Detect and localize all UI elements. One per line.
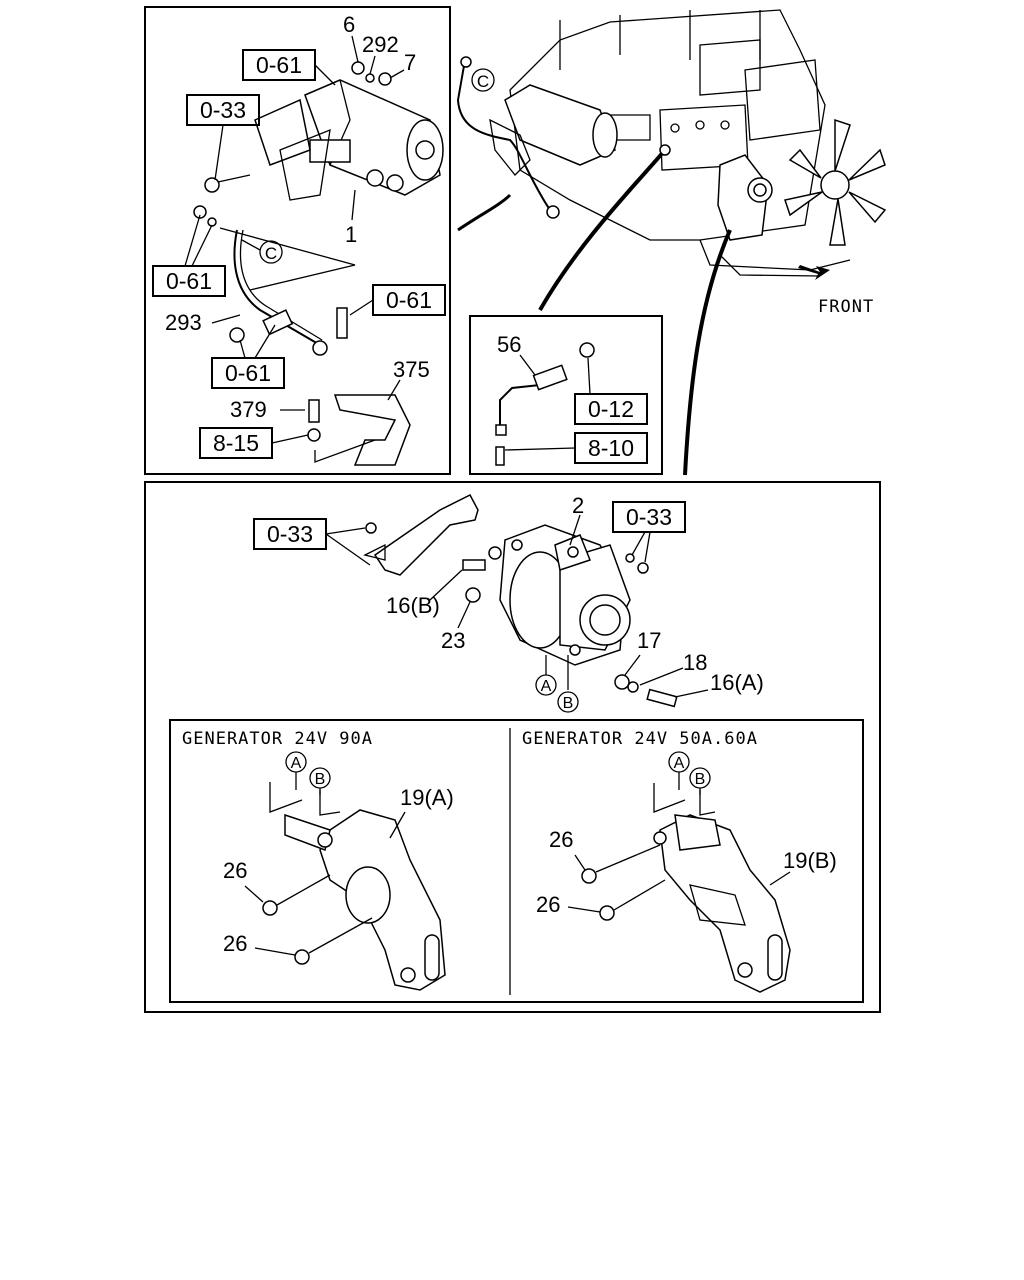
part-number: 19(B) [783,848,837,873]
circle-marker: B [309,767,331,789]
engine-overview: C FRONT [456,9,887,476]
part-number: 16(B) [386,593,440,618]
part-number: 379 [230,397,267,422]
circle-marker: A [285,751,307,773]
svg-text:8-10: 8-10 [588,435,634,461]
alternator-panel: 0-33 0-33 2 16(B) 23 17 18 16(A) A B [144,481,881,1013]
panel-title: GENERATOR 24V 50A.60A [522,729,758,749]
part-number: 293 [165,310,202,335]
svg-text:B: B [695,771,706,788]
part-number: 1 [345,222,357,247]
part-number: 26 [549,827,573,852]
part-number: 26 [223,858,247,883]
part-number: 26 [536,892,560,917]
part-number: 6 [343,12,355,37]
part-number: 17 [637,628,661,653]
svg-text:0-61: 0-61 [256,52,302,78]
circle-marker: B [557,691,579,713]
starter-panel: 0-61 0-33 0-61 0-61 0-61 8-15 6 [144,6,451,475]
part-number: 19(A) [400,785,454,810]
svg-text:0-33: 0-33 [200,97,246,123]
ref-box: 0-61 [242,49,316,81]
ref-box: 0-61 [211,357,285,389]
ref-box: 0-33 [253,518,327,550]
starter-motor [254,79,444,201]
svg-text:0-33: 0-33 [626,504,672,530]
ref-box: 0-33 [612,501,686,533]
part-number: 18 [683,650,707,675]
svg-text:8-15: 8-15 [213,430,259,456]
svg-text:C: C [477,72,489,91]
svg-text:A: A [541,678,552,695]
panel-title: GENERATOR 24V 90A [182,729,373,749]
alternator [499,524,631,666]
part-number: 7 [404,50,416,75]
ref-box: 8-10 [574,432,648,464]
circle-marker: A [535,674,557,696]
ref-box: 0-61 [372,284,446,316]
circle-marker: C [471,68,495,92]
part-number: 26 [223,931,247,956]
svg-text:0-61: 0-61 [225,360,271,386]
ref-box: 8-15 [199,427,273,459]
svg-text:B: B [315,771,326,788]
svg-text:0-61: 0-61 [386,287,432,313]
part-number: 375 [393,357,430,382]
svg-text:C: C [265,244,277,263]
circle-marker: A [668,751,690,773]
gen-90a-panel: GENERATOR 24V 90A A B 19(A) 26 [182,729,454,991]
fan [784,118,887,246]
svg-text:0-33: 0-33 [267,521,313,547]
part-number: 16(A) [710,670,764,695]
ref-box: 0-33 [186,94,260,126]
circle-marker: C [259,240,283,264]
part-number: 23 [441,628,465,653]
svg-text:B: B [563,695,574,712]
svg-text:A: A [674,755,685,772]
gen-50a-panel: GENERATOR 24V 50A.60A A B 19(B) 26 [522,729,837,993]
svg-text:0-12: 0-12 [588,396,634,422]
part-number: 2 [572,493,584,518]
svg-text:A: A [291,755,302,772]
part-number: 292 [362,32,399,57]
ref-box: 0-12 [574,393,648,425]
sensor-panel: 56 0-12 8-10 [469,315,663,475]
front-label: FRONT [818,297,874,317]
circle-marker: B [689,767,711,789]
ref-box: 0-61 [152,265,226,297]
part-number: 56 [497,332,521,357]
svg-text:0-61: 0-61 [166,268,212,294]
